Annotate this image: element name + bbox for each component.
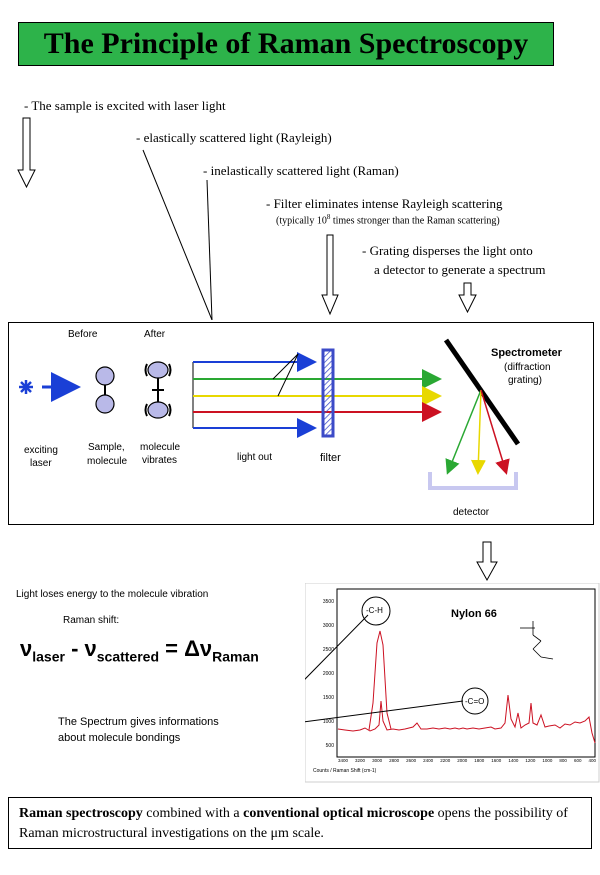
label-molecule-2: molecule [140,442,181,453]
diagram-frame [8,322,594,525]
raman-formula: νlaser - νscattered = ΔνRaman [20,636,259,664]
y-tick: 1000 [322,719,334,725]
label-sample: Sample, [88,442,125,453]
x-tick: 600 [573,758,582,763]
down-arrow-icon [458,282,477,314]
x-tick: 1200 [525,758,536,763]
x-tick: 1800 [474,758,485,763]
x-tick: 800 [559,758,567,763]
x-tick: 400 [588,758,596,763]
x-tick: 2600 [406,758,417,763]
step-grating-1: - Grating disperses the light onto [362,243,533,258]
energy-loss: Light loses energy to the molecule vibra… [16,589,209,600]
step-raman: - inelastically scattered light (Raman) [203,163,399,178]
x-tick: 2800 [389,758,400,763]
x-tick: 3200 [355,758,366,763]
label-exciting: exciting [24,445,58,456]
y-tick: 3500 [322,599,334,605]
down-arrow-icon [17,117,36,189]
y-tick: 2500 [322,647,334,653]
raman-diagram [19,338,521,490]
step-excited: - The sample is excited with laser light [24,98,226,113]
y-tick: 3000 [322,623,334,629]
filter-note-pre: (typically 10 [276,215,327,227]
label-detector: detector [453,507,490,518]
step-grating-2: a detector to generate a spectrum [374,262,546,277]
x-tick: 1600 [491,758,502,763]
step-rayleigh: - elastically scattered light (Rayleigh) [136,130,332,145]
summary-text-1: combined with a [142,806,244,821]
label-before: Before [68,329,98,340]
molecule-after-icon [144,361,172,419]
detector-tray [428,472,518,490]
title-banner: The Principle of Raman Spectroscopy [18,22,554,66]
co-peak-label: -C=O [465,697,485,706]
ch-peak-label: -C-H [366,606,383,615]
formula-equals: = Δν [159,636,213,661]
spectrum-curve [337,694,596,744]
summary-term-1: Raman spectroscopy [19,806,143,821]
formula-nu-1: ν [20,636,33,661]
label-after: After [144,329,166,340]
spectrum-y-ticks: 3500 3000 2500 2000 1500 1000 500 [308,590,334,758]
y-tick: 1500 [322,695,334,701]
filter-note-post: times stronger than the Raman scattering… [330,215,500,227]
x-tick: 2200 [440,758,451,763]
x-tick: 3000 [372,758,383,763]
label-vibrates: vibrates [142,455,178,466]
spectrum-sample: Nylon 66 [451,608,497,620]
label-filter: filter [320,452,341,464]
filter-note-sup: 8 [326,213,331,221]
x-tick: 2400 [423,758,434,763]
x-tick: 2000 [457,758,468,763]
page-title: The Principle of Raman Spectroscopy [43,27,529,60]
spectrum-ch-peak [368,630,392,731]
down-arrow-icon [476,541,498,582]
x-tick: 1400 [508,758,519,763]
label-laser: laser [30,458,52,469]
nylon-structure-icon [520,621,554,660]
spectrum-x-ticks: 3400 3200 3000 2800 2600 2400 2200 2000 … [338,758,596,763]
step-filter: - Filter eliminates intense Rayleigh sca… [266,196,503,211]
y-tick: 500 [325,743,334,749]
label-light-out: light out [237,452,273,463]
spectrum-panel [305,583,600,783]
summary-text-2: opens the possibility of Raman microstru… [19,806,568,841]
laser-star-icon [19,380,33,394]
filter-plate [321,348,335,438]
label-spectrometer: Spectrometer [491,347,562,359]
formula-minus: - ν [64,636,97,661]
top-arrows [17,117,477,320]
x-tick: 3400 [338,758,349,763]
spectrum-x-axis-label: Counts / Raman Shift (cm-1) [313,768,377,774]
label-molecule: molecule [87,456,128,467]
label-diffraction: (diffraction [504,362,551,373]
filter-note: (typically 108 times stronger than the R… [276,213,500,226]
down-arrow-icon [321,234,339,316]
label-grating: grating) [508,375,542,386]
y-tick: 2000 [322,671,334,677]
spectrum-arrow [476,541,498,582]
molecule-before-icon [95,366,115,414]
formula-sub-laser: laser [32,648,65,665]
summary-term-2: conventional optical microscope [243,806,435,821]
formula-sub-raman: Raman [212,648,259,665]
formula-sub-scattered: scattered [96,648,160,665]
spectrum-note-1: The Spectrum gives informations [58,716,219,728]
summary-box: Raman spectroscopy combined with a conve… [8,797,592,849]
raman-shift-label: Raman shift: [63,615,120,626]
ch-peak-marker [361,596,391,626]
spectrum-note-2: about molecule bondings [58,732,181,744]
x-tick: 1000 [542,758,553,763]
